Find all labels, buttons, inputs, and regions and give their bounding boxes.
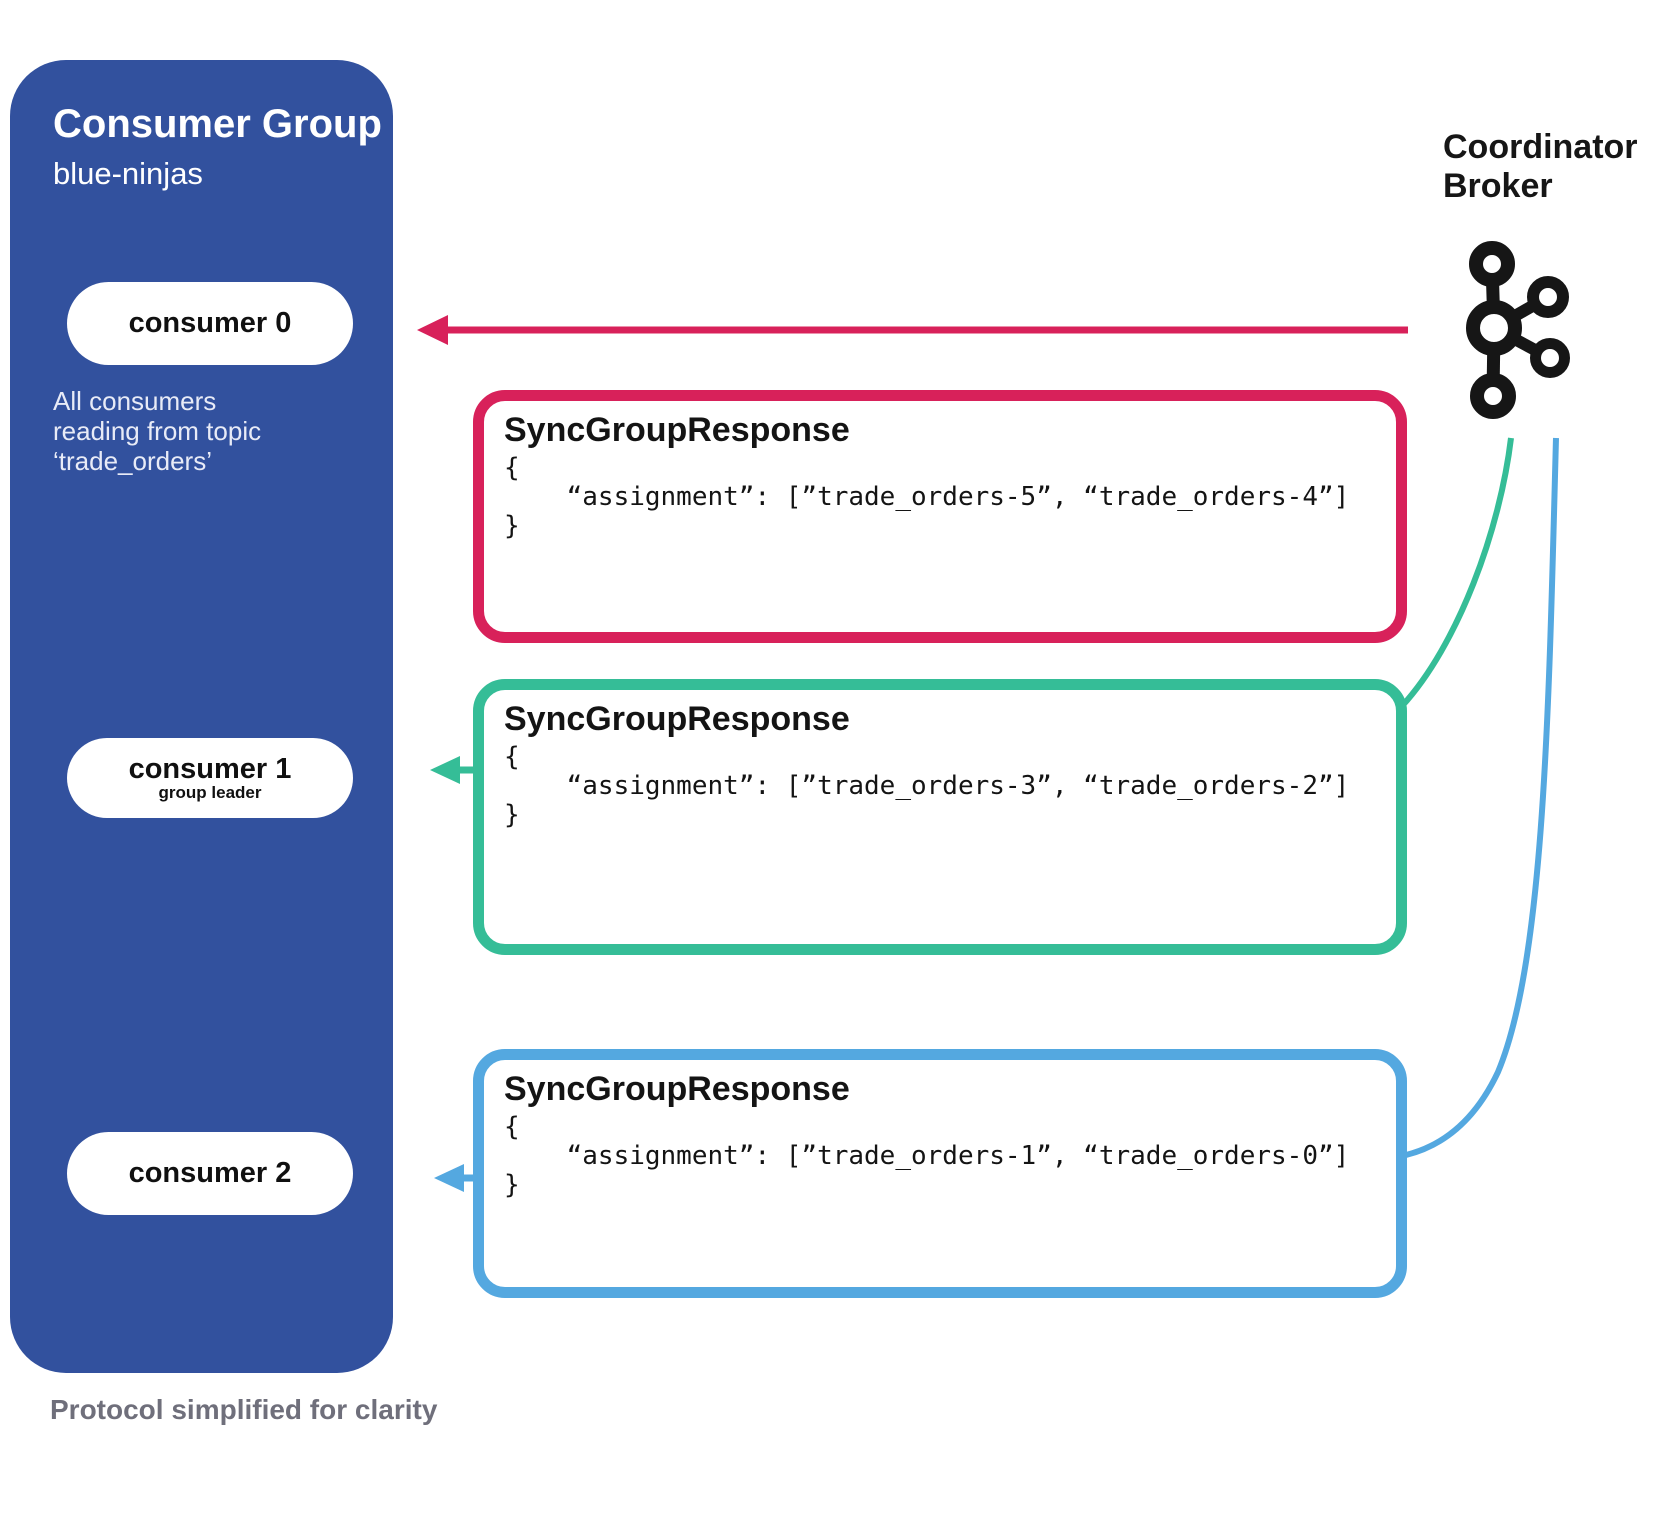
arrow-to-consumer-2: [434, 1164, 478, 1192]
consumer-1-role: group leader: [158, 783, 262, 802]
response-title: SyncGroupResponse: [504, 1070, 850, 1108]
consumer-1-pill: consumer 1 group leader: [67, 738, 353, 818]
blue-connector-curve: [1405, 437, 1559, 1158]
consumer-0-label: consumer 0: [128, 307, 292, 339]
arrow-to-consumer-0: [417, 315, 1408, 345]
kafka-logo-icon: [1466, 241, 1570, 419]
arrowhead-icon: [417, 315, 448, 345]
sync-group-response-box-consumer-1: SyncGroupResponse { “assignment”: [”trad…: [473, 679, 1407, 955]
panel-note: All consumers reading from topic ‘trade_…: [53, 386, 262, 476]
arrowhead-icon: [434, 1164, 464, 1192]
group-name: blue-ninjas: [53, 156, 203, 191]
consumer-group-panel: Consumer Group blue-ninjas consumer 0 Al…: [10, 60, 393, 1373]
consumer-2-pill: consumer 2: [67, 1132, 353, 1215]
response-json: { “assignment”: [”trade_orders-3”, “trad…: [504, 742, 1350, 830]
coordinator-broker-label: Coordinator Broker: [1443, 128, 1638, 205]
response-title: SyncGroupResponse: [504, 700, 850, 738]
response-json: { “assignment”: [”trade_orders-1”, “trad…: [504, 1112, 1350, 1200]
consumer-1-label: consumer 1: [128, 753, 292, 785]
panel-title: Consumer Group: [53, 102, 382, 146]
response-title: SyncGroupResponse: [504, 411, 850, 449]
footnote: Protocol simplified for clarity: [50, 1394, 438, 1425]
arrowhead-icon: [430, 756, 460, 784]
green-connector-curve: [1399, 437, 1514, 709]
sync-group-response-box-consumer-2: SyncGroupResponse { “assignment”: [”trad…: [473, 1049, 1407, 1298]
sync-group-response-box-consumer-0: SyncGroupResponse { “assignment”: [”trad…: [473, 390, 1407, 643]
arrow-to-consumer-1: [430, 756, 478, 784]
consumer-0-pill: consumer 0: [67, 282, 353, 365]
response-json: { “assignment”: [”trade_orders-5”, “trad…: [504, 453, 1350, 541]
consumer-2-label: consumer 2: [128, 1157, 292, 1189]
